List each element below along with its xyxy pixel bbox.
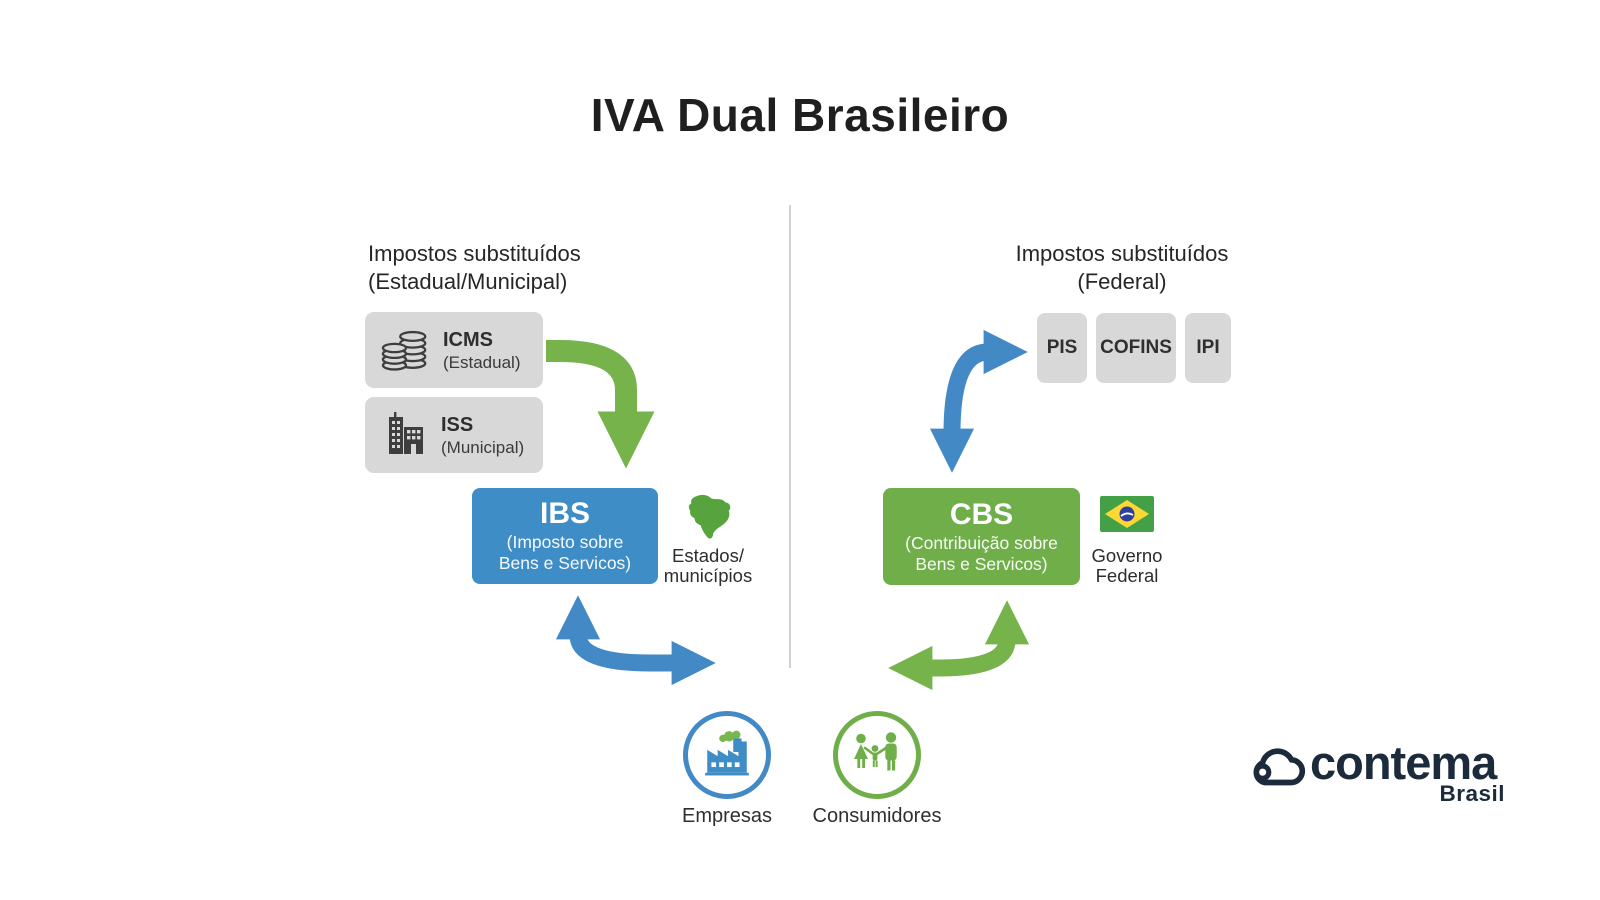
right-beneficiary-line1: Governo <box>1091 545 1163 566</box>
left-header-line2: (Estadual/Municipal) <box>368 269 568 294</box>
consumidores-label: Consumidores <box>812 805 942 827</box>
arrow-cbs-federal-taxes <box>929 329 1028 473</box>
family-icon <box>850 731 904 780</box>
vat-box-ibs-desc-line2: Bens e Servicos) <box>498 553 632 573</box>
empresas-label: Empresas <box>681 805 773 827</box>
consumidores-circle <box>833 711 921 799</box>
tax-box-ipi: IPI <box>1185 313 1231 383</box>
right-header-line2: (Federal) <box>1077 269 1167 294</box>
vat-box-cbs-acronym: CBS <box>949 497 1014 531</box>
tax-box-iss-sublabel: (Municipal) <box>441 437 525 457</box>
tax-box-icms-label: ICMS <box>443 328 493 351</box>
buildings-icon <box>381 410 429 461</box>
page-title: IVA Dual Brasileiro <box>590 89 1010 141</box>
vat-box-ibs: IBS (Imposto sobre Bens e Servicos) <box>472 488 658 584</box>
tax-box-icms: ICMS (Estadual) <box>365 312 543 388</box>
left-beneficiary-line1: Estados/ <box>672 545 744 566</box>
vat-box-cbs-desc-line2: Bens e Servicos) <box>915 553 1048 574</box>
vat-box-cbs-desc-line1: (Contribuição sobre <box>905 532 1058 553</box>
factory-icon <box>701 729 753 782</box>
tax-box-iss-label: ISS <box>441 413 474 436</box>
tax-box-pis: PIS <box>1037 313 1087 383</box>
tax-box-pis-label: PIS <box>1046 337 1078 358</box>
logo-brand: contema <box>1310 736 1497 789</box>
tax-box-cofins-label: COFINS <box>1100 337 1172 358</box>
right-beneficiary-label: Governo Federal <box>1067 546 1187 586</box>
brazil-map-icon <box>682 490 736 549</box>
vat-box-ibs-acronym: IBS <box>539 497 590 530</box>
left-panel-header: Impostos substituídos (Estadual/Municipa… <box>368 240 581 296</box>
cloud-icon <box>1243 742 1309 795</box>
empresas-circle <box>683 711 771 799</box>
tax-box-icms-sublabel: (Estadual) <box>443 352 521 372</box>
tax-box-ipi-label: IPI <box>1196 337 1220 358</box>
arrow-ibs-empresas <box>555 595 716 686</box>
right-panel-header: Impostos substituídos (Federal) <box>972 240 1272 296</box>
left-header-line1: Impostos substituídos <box>368 241 581 266</box>
logo-region: Brasil <box>1439 781 1505 806</box>
center-divider <box>789 205 791 668</box>
left-beneficiary-line2: municípios <box>663 565 753 586</box>
arrow-cbs-consumidores <box>888 600 1030 691</box>
vat-box-ibs-desc-line1: (Imposto sobre <box>506 532 624 552</box>
right-beneficiary-line2: Federal <box>1095 565 1159 586</box>
coins-icon <box>381 324 431 377</box>
left-beneficiary-label: Estados/ municípios <box>648 546 768 586</box>
tax-box-iss: ISS (Municipal) <box>365 397 543 473</box>
tax-box-cofins: COFINS <box>1096 313 1176 383</box>
arrow-taxes-to-ibs <box>546 340 655 469</box>
right-header-line1: Impostos substituídos <box>1015 241 1229 266</box>
brazil-flag-icon <box>1100 496 1154 537</box>
vat-box-cbs: CBS (Contribuição sobre Bens e Servicos) <box>883 488 1080 585</box>
